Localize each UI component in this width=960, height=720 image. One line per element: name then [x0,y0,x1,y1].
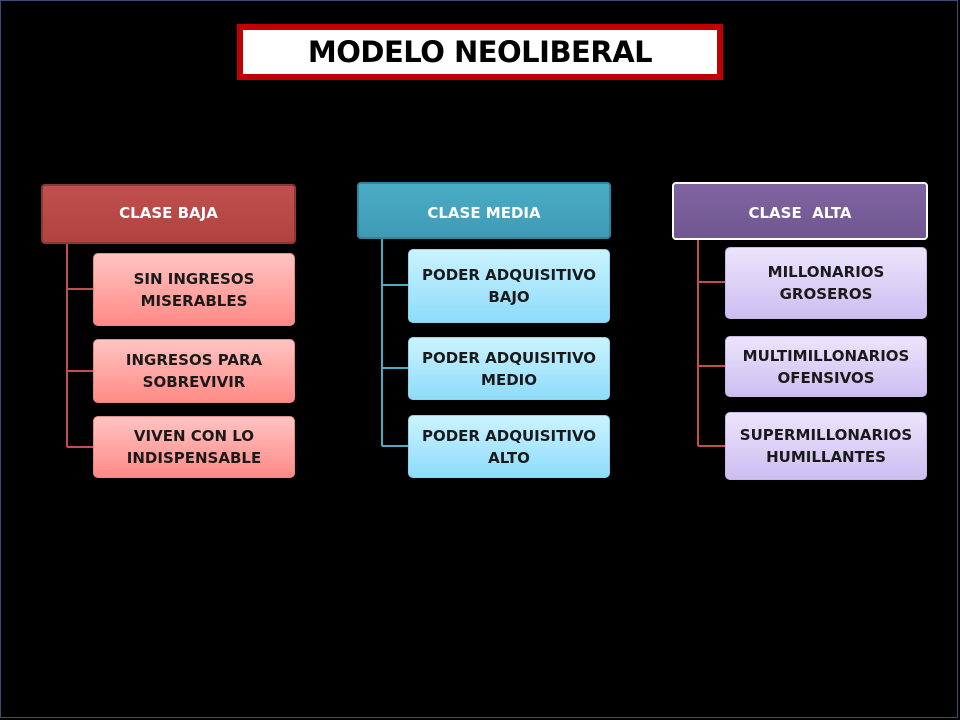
node-label: SIN INGRESOS MISERABLES [133,269,255,310]
alta-connectors [697,240,725,447]
node-label: MULTIMILLONARIOS OFENSIVOS [742,346,910,387]
header-label: CLASE MEDIA [427,204,541,222]
node-label: SUPERMILLONARIOS HUMILLANTES [739,426,913,466]
node-label: VIVEN CON LO INDISPENSABLE [126,427,262,467]
node-label: INGRESOS PARA SOBREVIVIR [125,351,263,391]
node-poder-adquisitivo-bajo: PODER ADQUISITIVO BAJO [408,249,610,323]
title-box: MODELO NEOLIBERAL [237,24,723,80]
header-clase-media: CLASE MEDIA [357,182,611,239]
header-label: CLASE ALTA [748,204,852,222]
node-label: PODER ADQUISITIVO BAJO [421,266,597,306]
node-poder-adquisitivo-alto: PODER ADQUISITIVO ALTO [408,415,610,478]
node-label: PODER ADQUISITIVO ALTO [421,426,597,467]
page-title: MODELO NEOLIBERAL [307,35,653,69]
node-multimillonarios-ofensivos: MULTIMILLONARIOS OFENSIVOS [725,336,927,397]
header-clase-baja: CLASE BAJA [41,184,296,244]
header-clase-alta: CLASE ALTA [672,182,928,240]
header-label: CLASE BAJA [119,204,218,222]
node-viven-con-lo-indispensable: VIVEN CON LO INDISPENSABLE [93,416,295,478]
node-label: PODER ADQUISITIVO MEDIO [421,348,597,389]
node-poder-adquisitivo-medio: PODER ADQUISITIVO MEDIO [408,337,610,400]
node-supermillonarios-humillantes: SUPERMILLONARIOS HUMILLANTES [725,412,927,480]
node-ingresos-para-sobrevivir: INGRESOS PARA SOBREVIVIR [93,339,295,403]
node-millonarios-groseros: MILLONARIOS GROSEROS [725,247,927,319]
baja-connectors [66,244,93,448]
node-sin-ingresos: SIN INGRESOS MISERABLES [93,253,295,326]
node-label: MILLONARIOS GROSEROS [767,263,885,303]
media-connectors [381,239,408,447]
